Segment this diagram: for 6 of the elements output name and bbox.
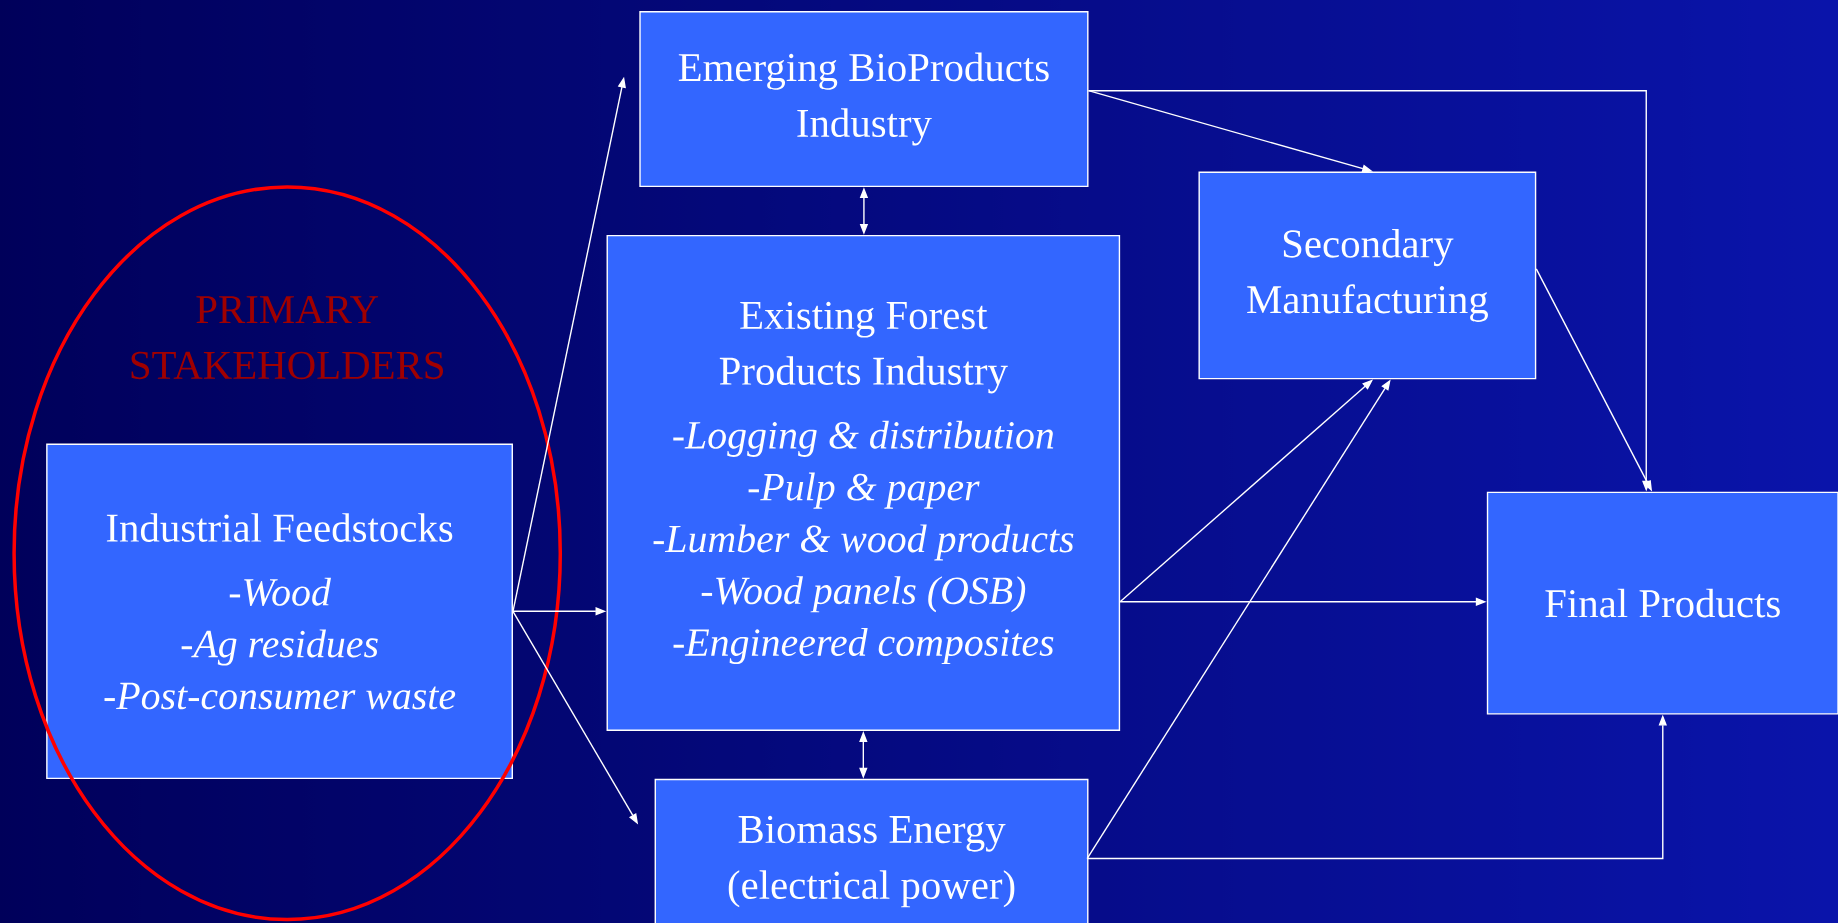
process-box: Final Products [1486, 491, 1838, 715]
process-box: Existing Forest Products Industry -Logging & distribution -Pulp & paper -Lumber & wood products -Wood panels (OSB) -Engineered composites [606, 234, 1121, 731]
process-box: Emerging BioProducts Industry [639, 11, 1089, 188]
process-box: Secondary Manufacturing [1198, 171, 1537, 380]
feedstock-box: Industrial Feedstocks -Wood -Ag residues -Post-consumer waste [46, 443, 513, 780]
process-box: Biomass Energy (electrical power) [654, 778, 1089, 923]
